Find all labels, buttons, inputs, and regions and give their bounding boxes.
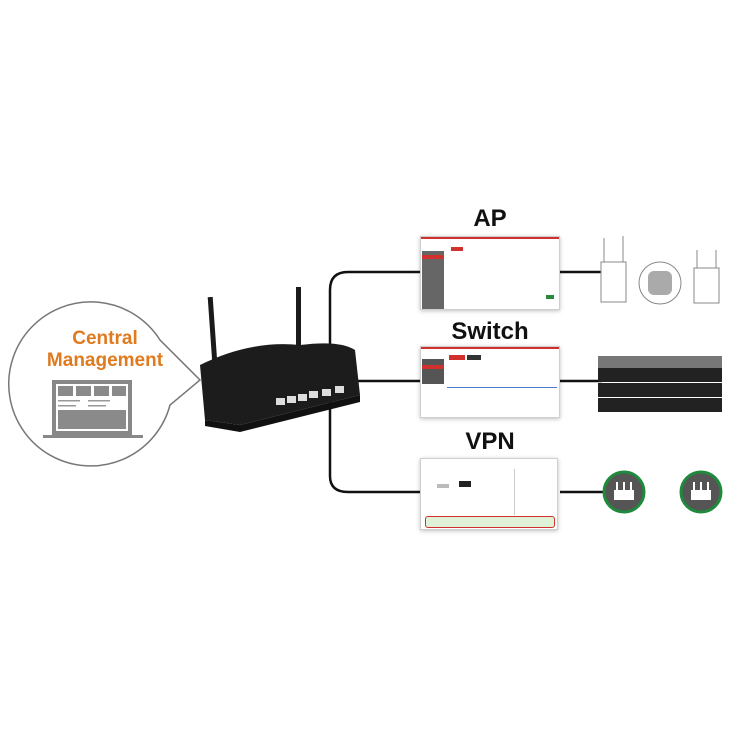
vpn-router-icon — [602, 470, 723, 514]
central-management-title: Central Management — [30, 328, 180, 372]
label-switch: Switch — [451, 318, 529, 345]
ceiling-ap-icon — [648, 271, 672, 295]
line-ap — [328, 270, 420, 395]
label-ap: AP — [473, 205, 507, 232]
title-line-1: Central — [72, 328, 138, 349]
laptop-icon — [43, 380, 143, 438]
access-point-icon — [600, 236, 720, 305]
rack-switch-icon — [598, 356, 722, 412]
ap-management-screenshot — [420, 236, 560, 310]
line-vpn — [328, 400, 420, 494]
switch-management-screenshot — [420, 346, 560, 418]
router-image — [200, 287, 360, 432]
label-vpn: VPN — [465, 428, 515, 455]
vpn-management-screenshot — [420, 458, 558, 530]
title-line-2: Management — [46, 350, 164, 371]
